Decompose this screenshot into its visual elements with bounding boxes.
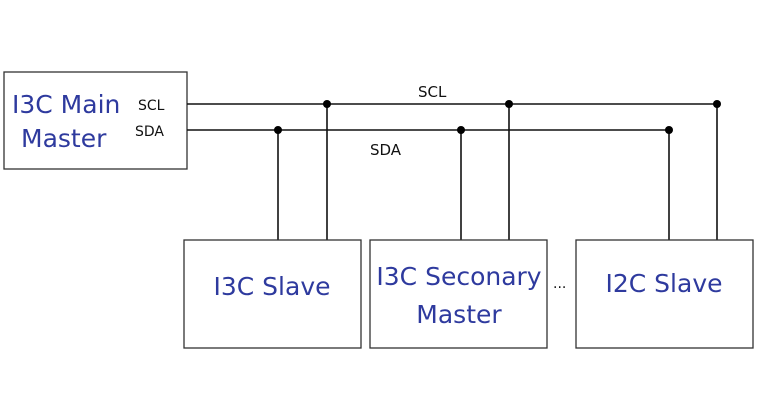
i2c-slave-block: I2C Slave [575, 239, 754, 349]
main-master-block: I3C Main Master SCL SDA [3, 71, 188, 170]
i2c-scl-junction [713, 100, 721, 108]
i3c-slave-label: I3C Slave [214, 272, 331, 301]
i2c-slave-box [575, 239, 754, 349]
secondary-master-block: I3C Seconary Master [369, 239, 548, 349]
sda-pin-label: SDA [135, 124, 164, 140]
scl-bus-label: SCL [418, 83, 447, 101]
secondary-master-box [369, 239, 548, 349]
main-master-box [3, 71, 188, 170]
i2c-slave-label: I2C Slave [606, 269, 723, 298]
secondary-master-label-line2: Master [416, 300, 502, 329]
secondary-scl-junction [505, 100, 513, 108]
slave-scl-junction [323, 100, 331, 108]
i2c-sda-junction [665, 126, 673, 134]
more-devices-ellipsis: ... [553, 276, 566, 292]
sda-bus-label: SDA [370, 141, 402, 159]
secondary-sda-junction [457, 126, 465, 134]
scl-pin-label: SCL [138, 98, 165, 114]
main-master-label-line1: I3C Main [12, 90, 120, 119]
main-master-label-line2: Master [21, 124, 107, 153]
i3c-slave-box [183, 239, 362, 349]
secondary-master-label-line1: I3C Seconary [376, 262, 541, 291]
slave-sda-junction [274, 126, 282, 134]
i3c-slave-block: I3C Slave [183, 239, 362, 349]
